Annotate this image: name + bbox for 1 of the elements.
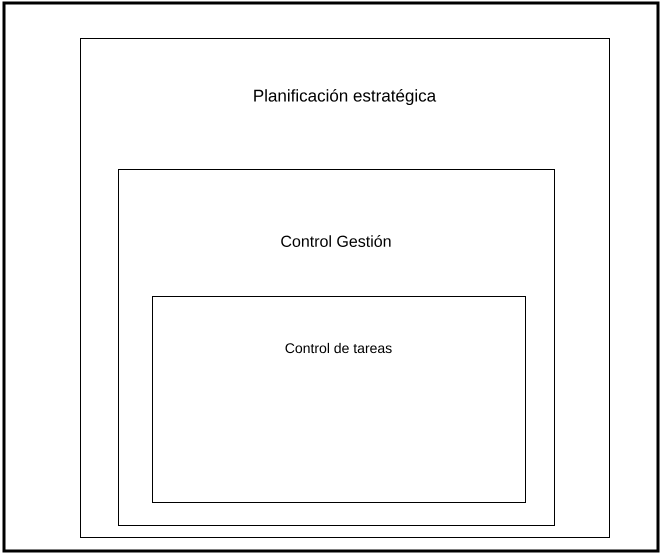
nested-box: Control de tareas (152, 296, 526, 503)
